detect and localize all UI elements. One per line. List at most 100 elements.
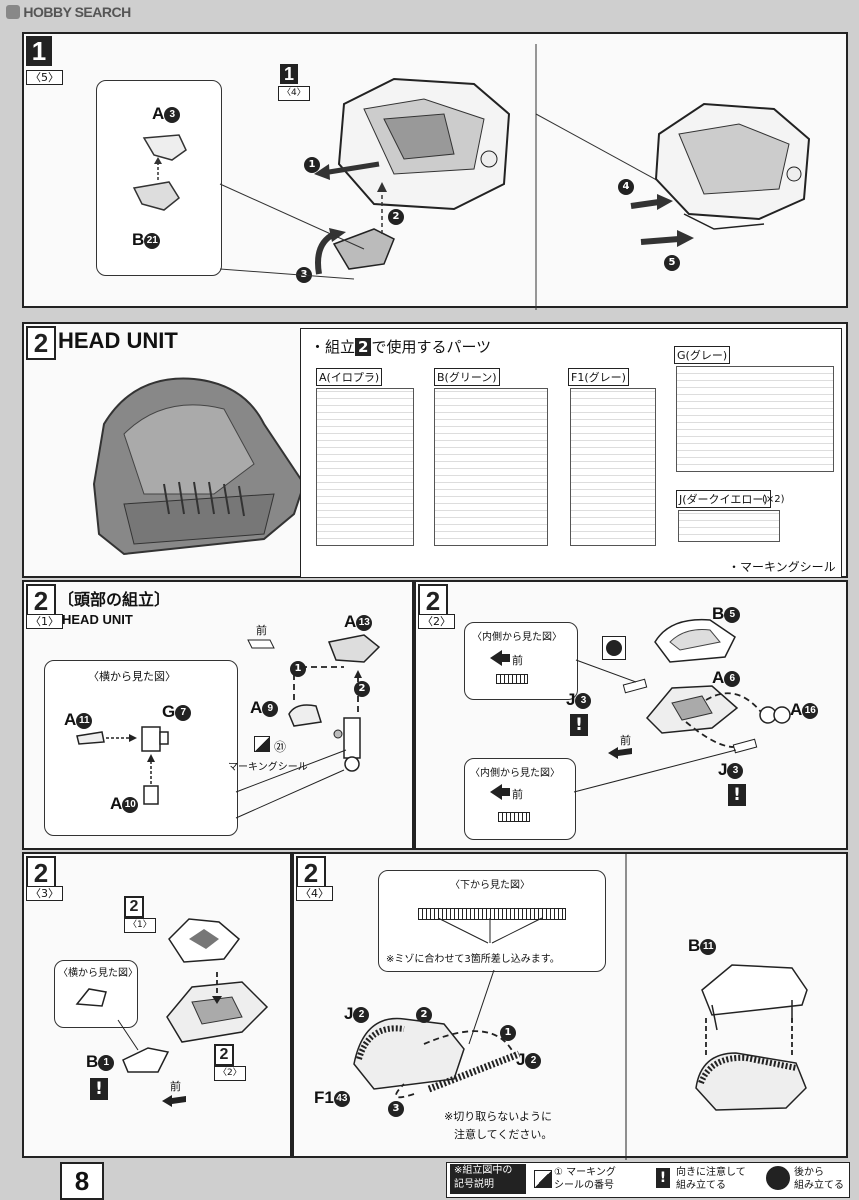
runner-b-label: B(グリーン) <box>434 368 500 386</box>
arrow-1-badge: 1 <box>304 154 320 173</box>
inner-view-label-bottom: 〈内側から見た図〉 <box>470 768 560 779</box>
arrow-3-badge: 3 <box>296 264 312 283</box>
arrow-5-badge: 5 <box>664 252 680 271</box>
assembly-g7 <box>333 717 361 772</box>
legend-seal-text: ① マーキングシールの番号 <box>554 1167 616 1191</box>
step-number: 2 <box>418 584 448 618</box>
caution-icon: ! <box>90 1078 108 1100</box>
base-with-spring <box>695 1018 807 1111</box>
arrow-1-badge: 1 <box>290 658 306 677</box>
runner-f1 <box>570 388 656 546</box>
springs-and-paths <box>573 659 762 793</box>
seal-number: ㉑ <box>274 740 287 754</box>
ref-step-sub: 〈4〉 <box>278 86 310 101</box>
runner-j <box>678 510 780 542</box>
inner-view-label-top: 〈内側から見た図〉 <box>472 632 562 643</box>
head-assembly-drawing <box>337 77 511 211</box>
note-three-points: ※ミゾに合わせて3箇所差し込みます。 <box>386 954 560 965</box>
ref2-step-sub: 〈2〉 <box>214 1066 246 1081</box>
side-view-label: 〈横から見た図〉 <box>88 670 176 683</box>
b1-part <box>117 1019 170 1073</box>
legend-seal-icon <box>534 1170 552 1188</box>
legend-caution-icon: ! <box>656 1168 670 1188</box>
spring-bottom-view <box>418 908 566 920</box>
arrows-step1-left <box>314 161 387 275</box>
hobby-search-logo: HOBBY SEARCH <box>6 4 131 20</box>
front-direction-icon <box>247 639 275 649</box>
side-view-label: 〈横から見た図〉 <box>58 968 138 979</box>
head-top-part <box>168 918 241 963</box>
front-arrow-main <box>608 747 632 759</box>
arrow-3-badge: 3 <box>388 1098 404 1117</box>
a6-part <box>645 685 739 734</box>
runner-a-label: A(イロプラ) <box>316 368 383 386</box>
b5-part <box>654 618 736 663</box>
three-point-lines <box>437 917 543 944</box>
runner-j-qty: (×2) <box>762 494 785 505</box>
front-label: 前 <box>170 1080 181 1093</box>
front-label-main: 前 <box>620 734 631 747</box>
step-title-ja: 〔頭部の組立〕 <box>58 592 171 609</box>
logo-mark-icon <box>6 5 20 19</box>
inner-view-inset-bottom <box>464 758 576 840</box>
step-sub: 〈2〉 <box>418 614 455 629</box>
arrow-1-badge: 1 <box>500 1022 516 1041</box>
runner-b <box>434 388 548 546</box>
a9-part <box>288 704 322 727</box>
spring-icon-top <box>496 674 528 684</box>
arrow-4-badge: 4 <box>618 176 634 195</box>
arrows-step1-right <box>630 194 694 247</box>
front-arrow-bottom <box>490 784 510 800</box>
ref-step-number: 1 <box>280 64 298 84</box>
caution-icon-bottom: ! <box>728 784 746 806</box>
legend-after-text: 後から組み立てる <box>794 1167 844 1191</box>
connector-lines <box>235 749 347 819</box>
step-sub: 〈4〉 <box>296 886 333 901</box>
caution-icon-top: ! <box>570 714 588 736</box>
note-do-not-cut-1: ※切り取らないように <box>444 1110 552 1123</box>
side-view-parts <box>76 726 169 805</box>
step-sub: 〈3〉 <box>26 886 63 901</box>
legend-heading: ※組立図中の記号説明 <box>450 1164 526 1194</box>
logo-text: HOBBY SEARCH <box>23 4 131 20</box>
runner-g <box>676 366 834 472</box>
spring-assembly-drawing <box>353 1017 521 1099</box>
spring-icon-bottom <box>498 812 530 822</box>
side-view-part <box>75 988 107 1007</box>
marking-seal-label: マーキングシール <box>228 762 308 773</box>
step-title-en: HEAD UNIT <box>62 612 133 627</box>
bottom-view-inset <box>378 870 606 972</box>
head-lower-part <box>166 972 269 1043</box>
runner-j-label: J(ダークイエロー) <box>676 490 771 508</box>
step-number: 1 <box>26 36 52 66</box>
step-number: 2 <box>26 326 56 360</box>
b11-part <box>701 964 808 1031</box>
ref2-step-number: 2 <box>214 1044 234 1066</box>
arrow-2-badge: 2 <box>354 678 370 697</box>
head-unit-illustration <box>92 377 306 556</box>
ref-step-sub: 〈1〉 <box>124 918 156 933</box>
arrow-2-badge: 2 <box>416 1004 432 1023</box>
note-do-not-cut-2: 注意してください。 <box>454 1128 553 1141</box>
step-number: 2 <box>296 856 326 890</box>
